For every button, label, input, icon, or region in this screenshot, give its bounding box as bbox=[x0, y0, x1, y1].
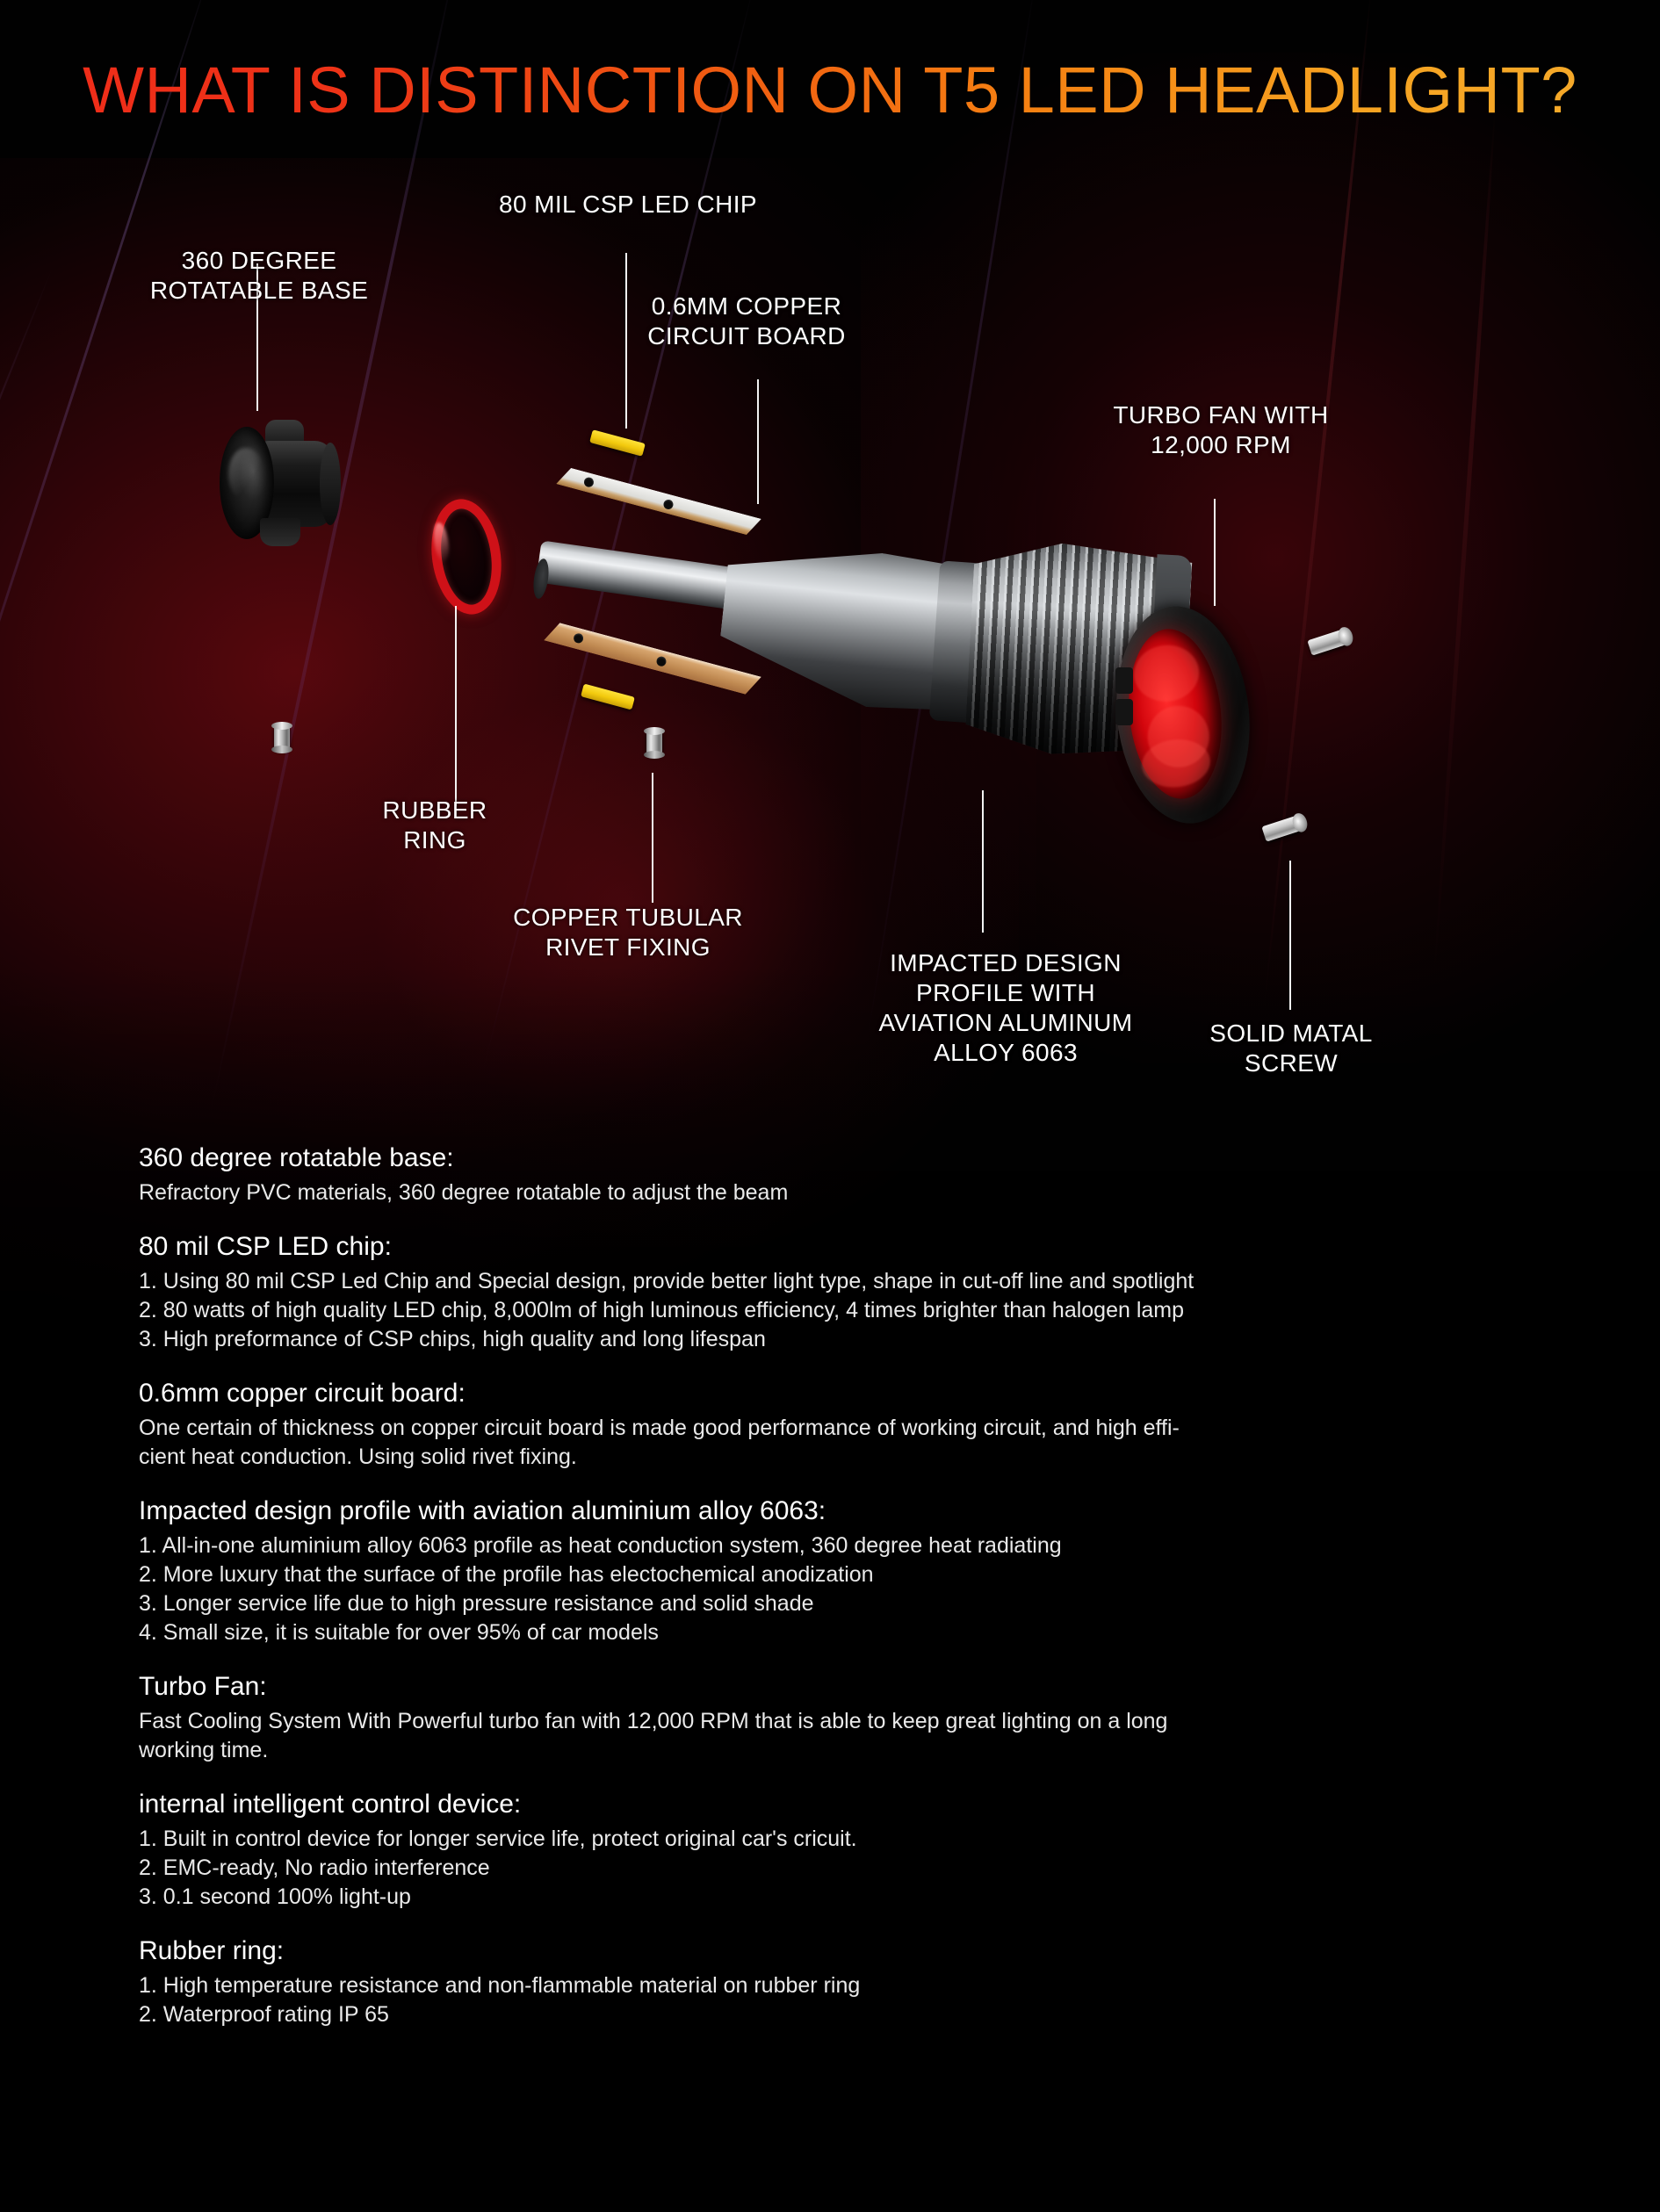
leader-line-turbo-fan bbox=[1214, 499, 1216, 606]
base-tab-bottom bbox=[260, 518, 300, 546]
feature-heading: 80 mil CSP LED chip: bbox=[139, 1232, 392, 1261]
leader-line-rubber-ring bbox=[455, 606, 457, 806]
leader-line-rotatable-base bbox=[256, 263, 258, 411]
feature-line: 1. High temperature resistance and non-f… bbox=[139, 1973, 861, 1998]
feature-section: 360 degree rotatable base: Refractory PV… bbox=[139, 1142, 1562, 1207]
feature-heading: Turbo Fan: bbox=[139, 1672, 267, 1701]
feature-section: internal intelligent control device: 1. … bbox=[139, 1788, 1562, 1912]
feature-line: 2. EMC-ready, No radio interference bbox=[139, 1855, 490, 1880]
callout-rotatable-base: 360 DEGREE ROTATABLE BASE bbox=[149, 247, 369, 304]
feature-line: 1. Using 80 mil CSP Led Chip and Special… bbox=[139, 1269, 1194, 1293]
callout-led-chip: 80 MIL CSP LED CHIP bbox=[499, 191, 757, 218]
fan-blade bbox=[1130, 642, 1202, 705]
feature-line: 3. High preformance of CSP chips, high q… bbox=[139, 1327, 766, 1351]
leader-line-impacted-design bbox=[982, 790, 984, 933]
background-glow-right bbox=[861, 53, 1660, 1063]
feature-line: Refractory PVC materials, 360 degree rot… bbox=[139, 1180, 789, 1205]
feature-section: Rubber ring: 1. High temperature resista… bbox=[139, 1935, 1562, 2029]
feature-line: 2. 80 watts of high quality LED chip, 8,… bbox=[139, 1298, 1185, 1322]
callout-metal-screw: SOLID MATAL SCREW bbox=[1209, 1020, 1373, 1077]
base-highlight bbox=[228, 448, 263, 501]
fan-clip-lower bbox=[1115, 699, 1133, 725]
fan-clip-upper bbox=[1115, 667, 1133, 694]
feature-heading: Rubber ring: bbox=[139, 1936, 285, 1965]
feature-section: 80 mil CSP LED chip: 1. Using 80 mil CSP… bbox=[139, 1230, 1562, 1354]
part-copper-rivet-right bbox=[644, 727, 665, 759]
page-title: WHAT IS DISTINCTION ON T5 LED HEADLIGHT? bbox=[0, 53, 1660, 127]
feature-section: Impacted design profile with aviation al… bbox=[139, 1495, 1562, 1647]
feature-heading: 0.6mm copper circuit board: bbox=[139, 1379, 466, 1408]
feature-line: 4. Small size, it is suitable for over 9… bbox=[139, 1620, 659, 1645]
board-rivet-hole bbox=[583, 476, 595, 487]
rubber-ring-highlight bbox=[431, 521, 451, 564]
feature-line: 2. More luxury that the surface of the p… bbox=[139, 1562, 874, 1587]
callout-circuit-board: 0.6MM COPPER CIRCUIT BOARD bbox=[647, 292, 846, 349]
feature-line: 3. Longer service life due to high press… bbox=[139, 1591, 814, 1616]
part-copper-rivet-left bbox=[271, 722, 292, 753]
part-aluminium-body bbox=[530, 537, 1170, 818]
feature-line: 1. Built in control device for longer se… bbox=[139, 1827, 857, 1851]
feature-section: Turbo Fan: Fast Cooling System With Powe… bbox=[139, 1670, 1562, 1765]
leader-line-led-chip bbox=[625, 253, 627, 429]
background-fade bbox=[0, 966, 1660, 2212]
feature-line: working time. bbox=[139, 1738, 269, 1762]
feature-heading: Impacted design profile with aviation al… bbox=[139, 1496, 826, 1525]
part-turbo-fan bbox=[1106, 599, 1275, 831]
leader-line-rivet-fixing bbox=[652, 773, 653, 903]
callout-rubber-ring: RUBBER RING bbox=[382, 796, 487, 854]
feature-line: Fast Cooling System With Powerful turbo … bbox=[139, 1709, 1168, 1733]
feature-line: 3. 0.1 second 100% light-up bbox=[139, 1884, 411, 1909]
feature-heading: internal intelligent control device: bbox=[139, 1790, 522, 1819]
callout-turbo-fan: TURBO FAN WITH 12,000 RPM bbox=[1113, 401, 1329, 458]
feature-heading: 360 degree rotatable base: bbox=[139, 1143, 454, 1172]
base-barrel bbox=[258, 441, 341, 527]
feature-line: One certain of thickness on copper circu… bbox=[139, 1416, 1180, 1440]
feature-line: 2. Waterproof rating IP 65 bbox=[139, 2002, 389, 2027]
part-rotatable-base bbox=[220, 420, 360, 546]
feature-line: 1. All-in-one aluminium alloy 6063 profi… bbox=[139, 1533, 1062, 1558]
feature-line: cient heat conduction. Using solid rivet… bbox=[139, 1445, 577, 1469]
leader-line-metal-screw bbox=[1289, 861, 1291, 1010]
leader-line-circuit-board bbox=[757, 379, 759, 504]
callout-impacted-design: IMPACTED DESIGN PROFILE WITH AVIATION AL… bbox=[878, 949, 1133, 1066]
board-rivet-hole bbox=[662, 499, 674, 510]
callout-rivet-fixing: COPPER TUBULAR RIVET FIXING bbox=[513, 904, 743, 961]
feature-section: 0.6mm copper circuit board: One certain … bbox=[139, 1377, 1562, 1472]
feature-description-list: 360 degree rotatable base: Refractory PV… bbox=[139, 1142, 1562, 2052]
